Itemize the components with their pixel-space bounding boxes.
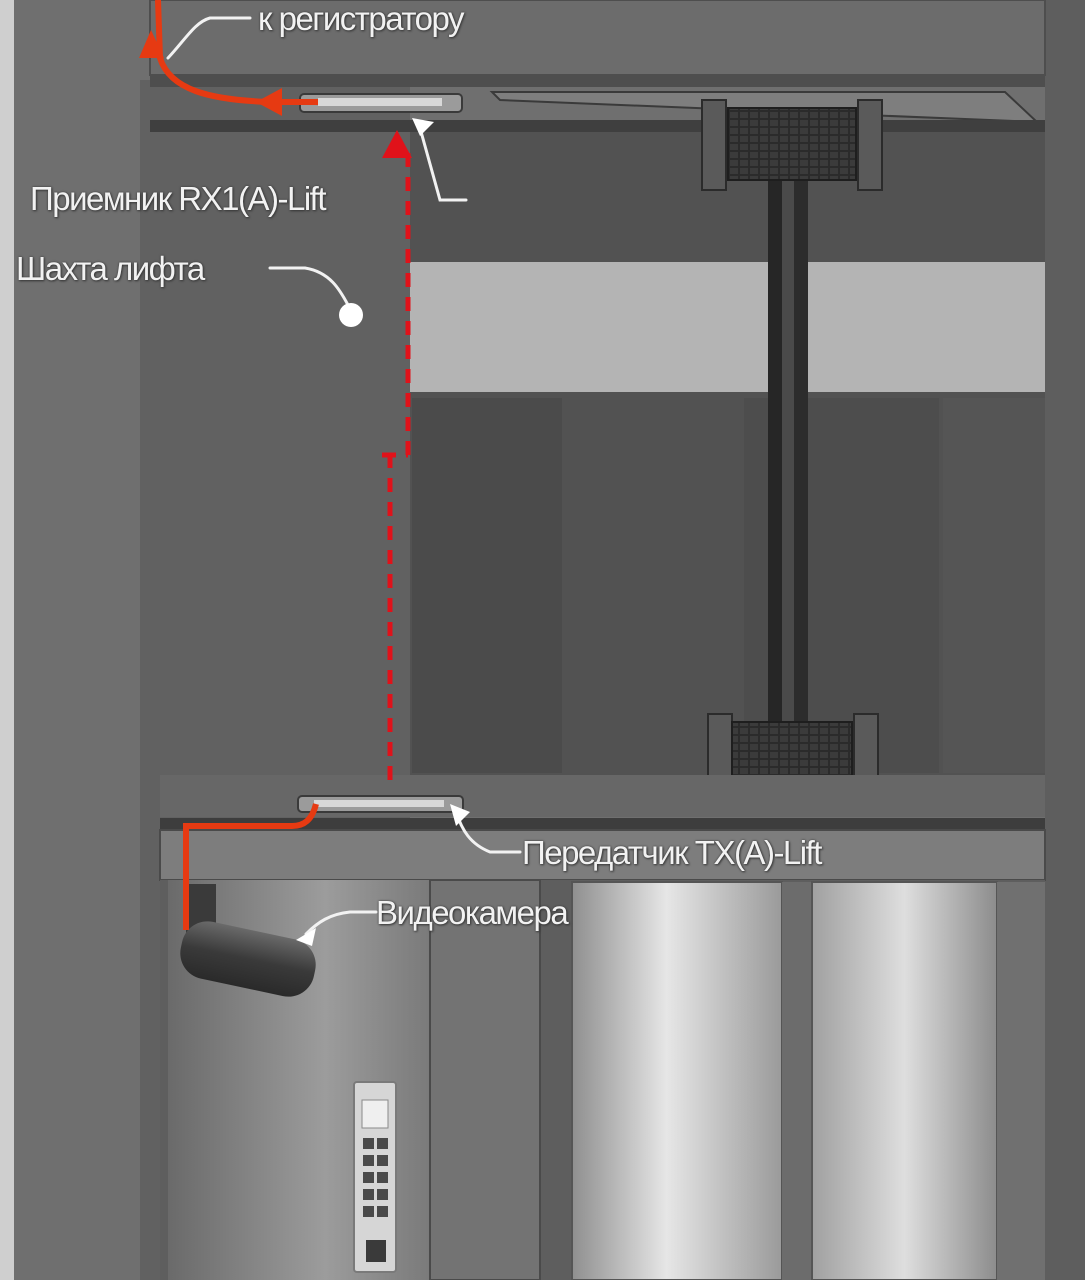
upper-plate-edge (150, 120, 1045, 132)
receiver-pointer (412, 118, 434, 136)
cabin-door-gap (782, 882, 812, 1280)
cable-arrow-up (139, 30, 164, 58)
leader-lines (166, 16, 522, 936)
left-frame-strip (0, 0, 14, 1280)
transmitter-pointer (450, 804, 470, 826)
cable-arrow-left (256, 88, 282, 116)
shaft-right-pillar (1045, 0, 1085, 1280)
upper-bracket-left (701, 99, 727, 191)
recorder-label: к регистратору (258, 0, 464, 37)
camera-pointer (296, 928, 316, 946)
rail-right (794, 150, 808, 750)
shaft-marker (339, 303, 363, 327)
camera-label: Видеокамера (376, 894, 569, 931)
back-panel-4 (943, 398, 1045, 773)
shaft-label: Шахта лифта (16, 250, 205, 287)
upper-bracket-right (857, 99, 883, 191)
rail-highlight (782, 150, 794, 750)
receiver-device (299, 93, 463, 113)
signal-arrowhead (382, 130, 412, 158)
cabin-right-post (997, 882, 1045, 1280)
cabin-roof-strip (160, 775, 1045, 817)
upper-coil (727, 107, 857, 181)
transmitter-label: Передатчик TX(A)-Lift (522, 834, 822, 871)
rail-left (768, 150, 782, 750)
back-panel-1 (412, 398, 562, 773)
receiver-label: Приемник RX1(A)-Lift (30, 180, 327, 217)
cabin-header (159, 829, 1046, 881)
back-panel-2 (566, 398, 741, 773)
camera-cable (183, 803, 319, 930)
transmitter-device (297, 795, 464, 813)
cabin-roof-edge (160, 818, 1045, 830)
video-camera (180, 884, 316, 997)
cabin-divider-1 (429, 879, 541, 1280)
signal-path (382, 150, 411, 780)
back-wall-band (410, 262, 1045, 392)
cabin-door-left (571, 881, 783, 1280)
top-beam-shadow (150, 75, 1045, 87)
cabin-door-right (811, 881, 998, 1280)
call-button-panel (353, 1081, 397, 1273)
